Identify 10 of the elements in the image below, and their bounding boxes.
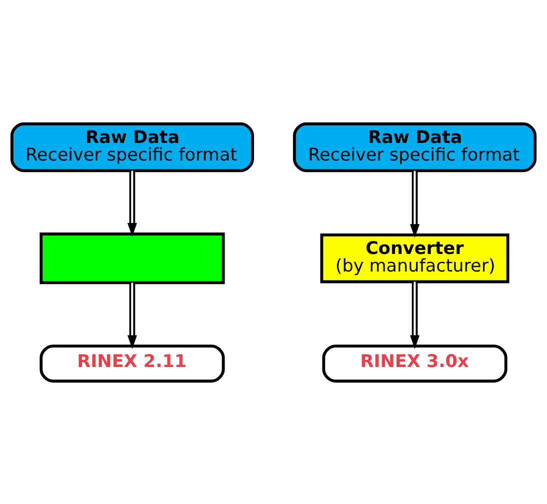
node-box: RINEX 2.11: [40, 344, 225, 382]
node-box: Raw Data Receiver specific format: [292, 122, 537, 172]
arrow: [127, 282, 138, 348]
arrow: [410, 281, 420, 348]
node-box: Raw Data Receiver specific format: [10, 122, 254, 172]
node-box: RINEX 3.0x: [322, 344, 508, 382]
arrow: [410, 170, 420, 238]
node-box: [40, 232, 225, 284]
node-box: Converter (by manufacturer): [320, 233, 510, 283]
arrow: [127, 170, 138, 236]
